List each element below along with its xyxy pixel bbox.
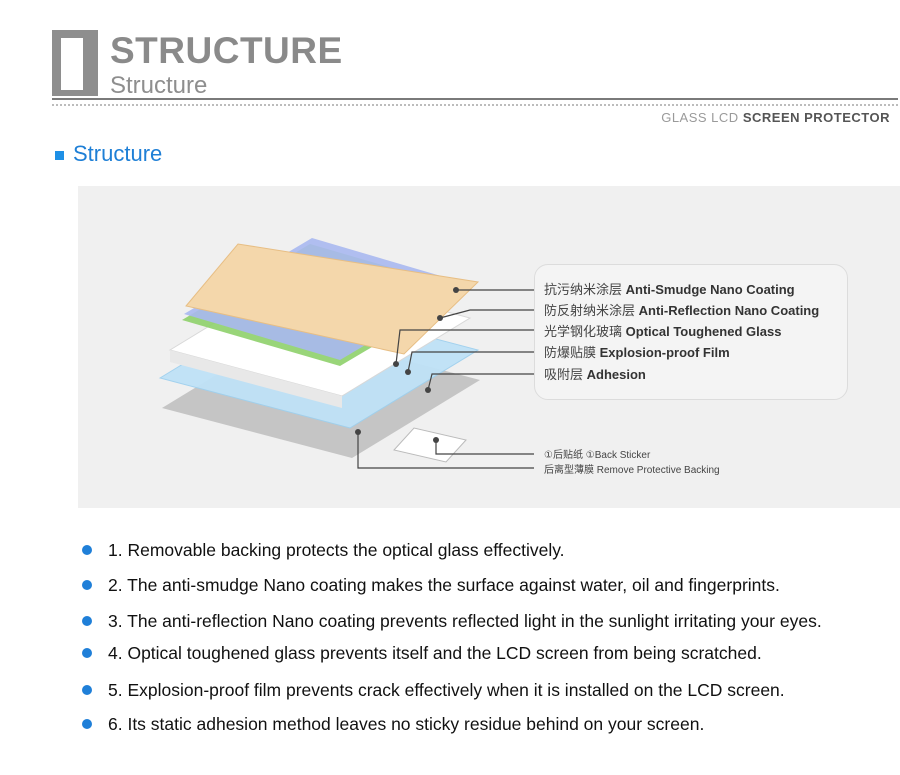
toughened-glass-edge — [170, 350, 342, 408]
layer-label-anti-reflection: 防反射纳米涂层 Anti-Reflection Nano Coating — [544, 303, 820, 318]
bullet-dot-icon — [82, 685, 92, 695]
remove-backing-label: 后离型薄膜 Remove Protective Backing — [544, 465, 720, 476]
page-subtitle: Structure — [110, 72, 208, 99]
feature-list: 1. Removable backing protects the optica… — [80, 538, 892, 736]
brand-tagline-bold: SCREEN PROTECTOR — [742, 110, 890, 125]
header-logo-box — [52, 30, 98, 96]
header-divider — [52, 98, 898, 100]
layer-label-toughened-glass: 光学钢化玻璃 Optical Toughened Glass — [544, 324, 782, 339]
section-bullet-icon — [55, 151, 64, 160]
bullet-dot-icon — [82, 580, 92, 590]
list-item: 3. The anti-reflection Nano coating prev… — [80, 609, 892, 633]
brand-tagline-light: GLASS LCD — [661, 110, 739, 125]
anti-smudge-layer — [185, 243, 480, 355]
header-dotted-divider — [52, 104, 898, 106]
back-sticker-tab — [393, 427, 467, 463]
bullet-dot-icon — [82, 719, 92, 729]
list-item: 1. Removable backing protects the optica… — [80, 538, 892, 562]
bullet-dot-icon — [82, 648, 92, 658]
bullet-dot-icon — [82, 616, 92, 626]
brand-tagline: GLASS LCD SCREEN PROTECTOR — [661, 110, 890, 125]
layer-label-adhesion: 吸附层 Adhesion — [544, 367, 646, 382]
list-item: 5. Explosion-proof film prevents crack e… — [80, 678, 892, 702]
page-title: STRUCTURE — [110, 30, 343, 71]
layer-label-explosion-proof: 防爆贴膜 Explosion-proof Film — [544, 345, 730, 360]
list-item: 2. The anti-smudge Nano coating makes th… — [80, 573, 892, 597]
bullet-dot-icon — [82, 545, 92, 555]
list-item: 4. Optical toughened glass prevents itse… — [80, 641, 892, 665]
list-item: 6. Its static adhesion method leaves no … — [80, 712, 892, 736]
layer-label-anti-smudge: 抗污纳米涂层 Anti-Smudge Nano Coating — [544, 282, 795, 297]
layer-legend-box — [534, 264, 848, 400]
back-sticker-label: ①后贴纸 ①Back Sticker — [544, 450, 651, 461]
section-title: Structure — [73, 141, 163, 166]
